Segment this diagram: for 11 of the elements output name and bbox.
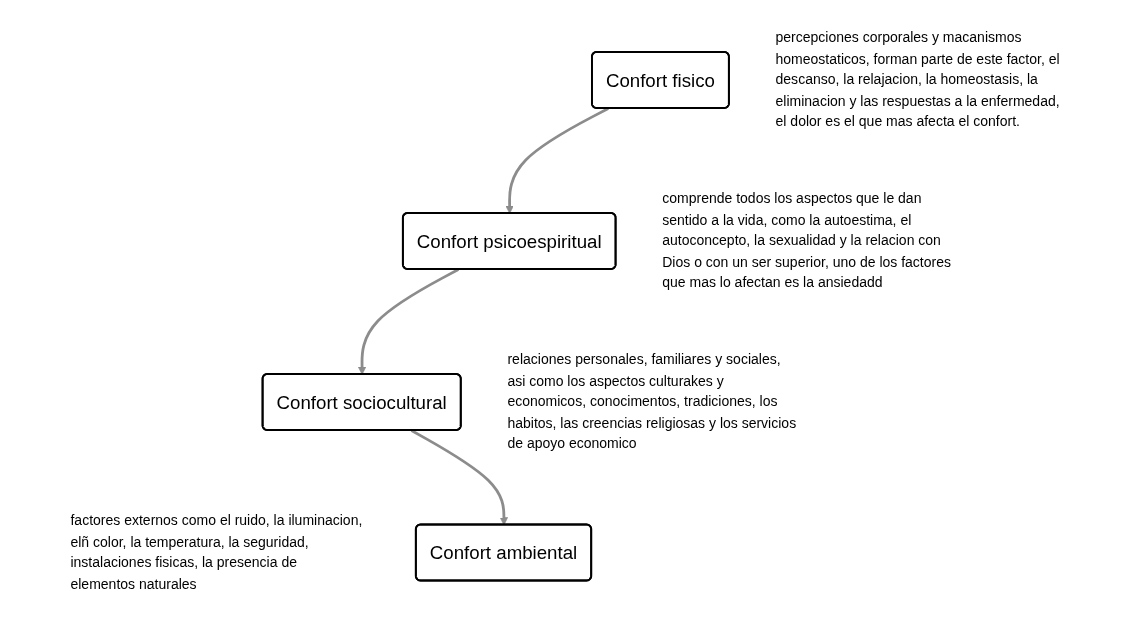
rounded-box: Confort sociocultural [261, 373, 462, 431]
rounded-box: Confort fisico [591, 51, 730, 109]
description-text: comprende todos los aspectos que le dan sentido a la vida, como la autoestima, el autoconcepto, la sexualidad y la relacion con Dios o con un ser superior, uno de los factores que mas lo afectan es la ansiedadd [662, 190, 952, 291]
arrow [358, 268, 460, 375]
rounded-box: Confort psicoespiritual [402, 212, 617, 270]
description-text: relaciones personales, familiares y sociales, asi como los aspectos culturakes y economicos, conocimentos, tradiciones, los habitos, las creencias religiosas y los servicios de apoyo economico [507, 351, 797, 452]
description-text: percepciones corporales y macanismos homeostaticos, forman parte de este factor, el descanso, la relajacion, la homeostasis, la eliminacion y las respuestas a la enfermedad, el dolor es el que mas afecta el confort. [775, 29, 1060, 130]
arrow [505, 107, 610, 214]
description-text: factores externos como el ruido, la iluminacion, elñ color, la temperatura, la seguridad, instalaciones fisicas, la presencia de elementos naturales [70, 512, 363, 592]
arrow [410, 429, 509, 526]
rounded-box: Confort ambiental [415, 523, 593, 582]
